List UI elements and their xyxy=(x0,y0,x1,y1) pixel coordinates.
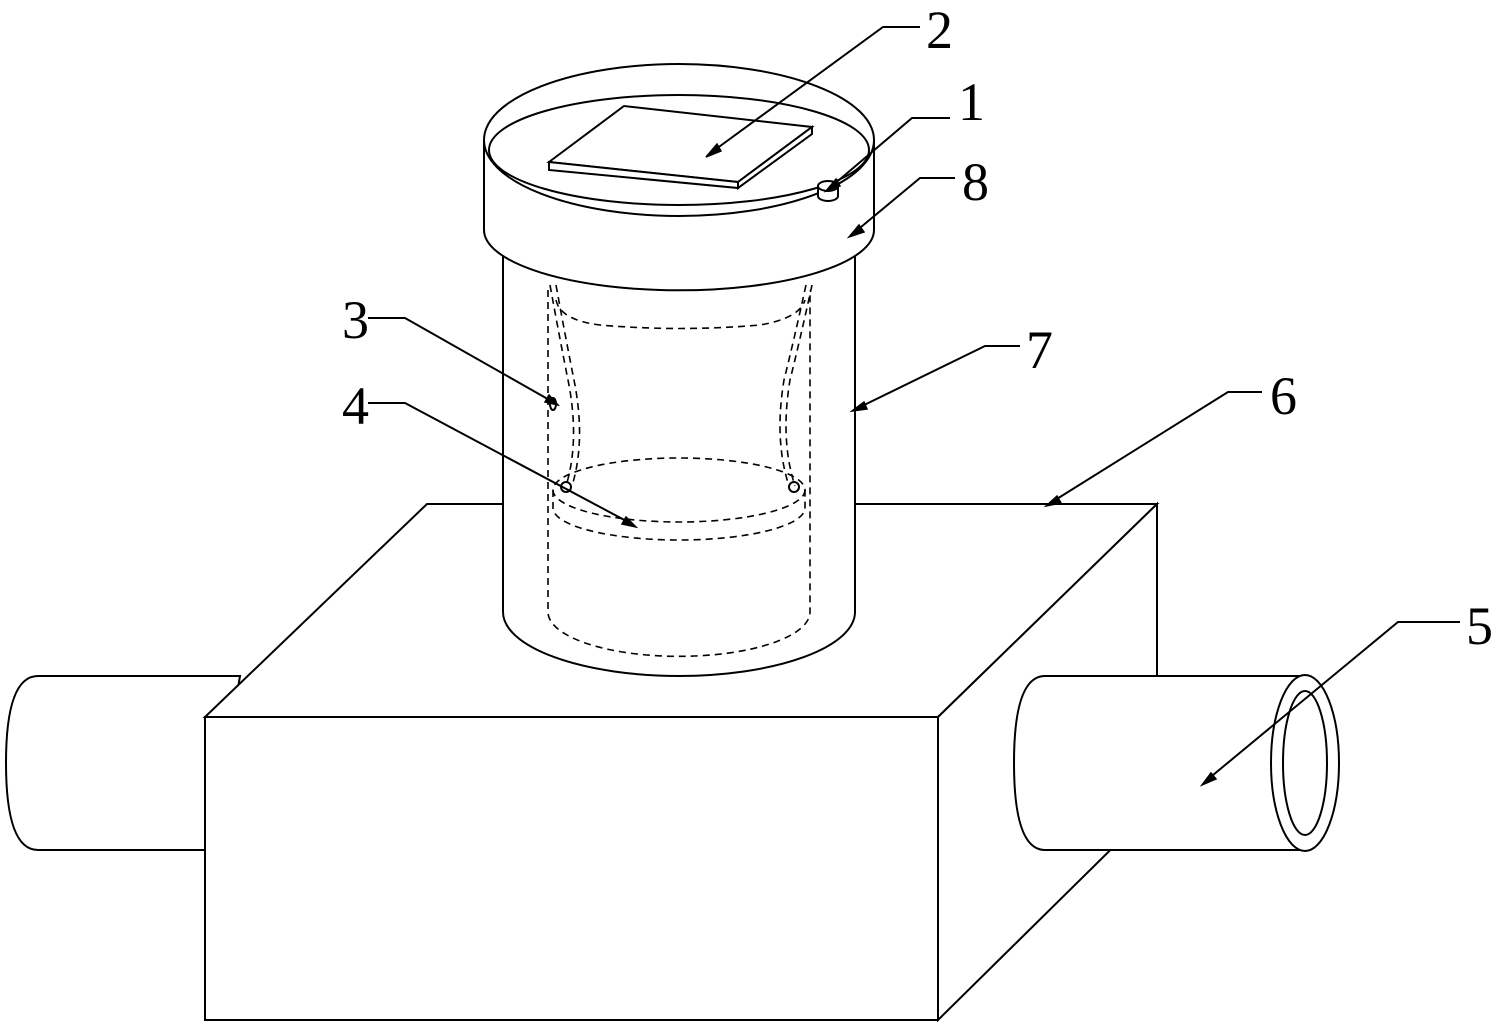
label-part-6: 6 xyxy=(1270,366,1297,426)
label-part-4: 4 xyxy=(342,376,369,436)
label-part-5: 5 xyxy=(1466,596,1493,656)
top-panel xyxy=(546,104,815,190)
label-part-8: 8 xyxy=(962,152,989,212)
label-part-2: 2 xyxy=(926,0,953,60)
outlet-pipe xyxy=(1012,674,1340,852)
left-pipe xyxy=(4,675,242,851)
label-part-1: 1 xyxy=(958,72,985,132)
leader-lines xyxy=(368,26,1460,787)
cylinder-body xyxy=(502,229,856,677)
label-part-7: 7 xyxy=(1026,320,1053,380)
label-part-3: 3 xyxy=(342,290,369,350)
